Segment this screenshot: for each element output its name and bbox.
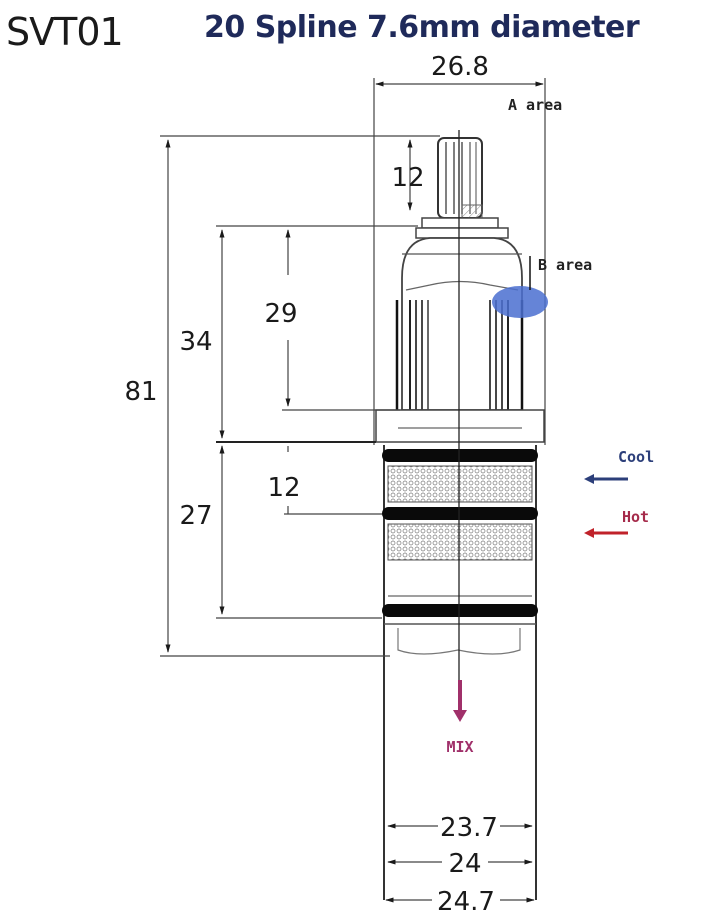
dim-label-34: 34 <box>179 327 212 357</box>
upper-body <box>375 237 545 443</box>
cool-label: Cool <box>618 448 654 466</box>
diagram-title: 20 Spline 7.6mm diameter <box>204 10 640 45</box>
dim-bottom-widths: 23.7 24 24.7 <box>385 813 535 917</box>
lower-body <box>382 445 538 900</box>
a-area-label: A area <box>508 96 562 114</box>
b-area-label: B area <box>538 256 592 274</box>
spline-shaft <box>415 137 509 240</box>
dim-label-seal-12: 12 <box>267 473 300 503</box>
dim-label-spline: 12 <box>391 163 424 193</box>
dim-label-24: 24 <box>448 849 481 879</box>
dim-total-height: 81 <box>124 139 171 653</box>
dim-spline-height: 12 <box>160 135 440 211</box>
dim-label-24-7: 24.7 <box>437 887 495 917</box>
mix-label: MIX <box>446 738 473 756</box>
dim-upper-inner: 29 <box>264 229 400 411</box>
dim-upper-body: 34 <box>179 225 418 439</box>
hot-label: Hot <box>622 508 649 526</box>
dim-seal-spacing: 12 <box>267 446 382 515</box>
dim-label-29: 29 <box>264 299 297 329</box>
dim-label-27: 27 <box>179 501 212 531</box>
b-area-highlight <box>492 286 548 318</box>
dim-label-81: 81 <box>124 377 157 407</box>
dim-lower-body: 27 <box>179 445 382 619</box>
dim-label-23-7: 23.7 <box>440 813 498 843</box>
dim-top-width: 26.8 <box>373 52 546 445</box>
dim-label-top-width: 26.8 <box>431 52 489 82</box>
model-number: SVT01 <box>6 10 124 54</box>
